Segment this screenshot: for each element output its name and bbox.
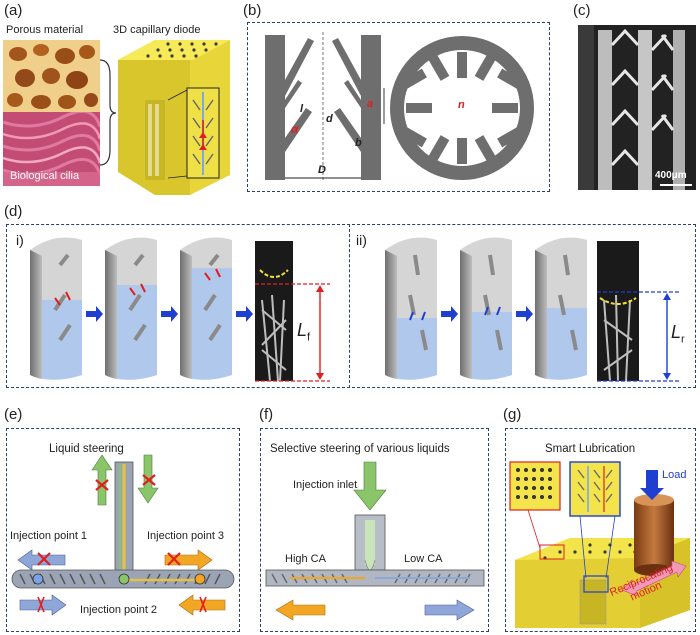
panel-g-frame	[505, 428, 696, 632]
panel-a-label: (a)	[4, 2, 23, 19]
panel-b-label: (b)	[243, 2, 262, 19]
sem-image	[578, 25, 696, 190]
injection-point-2-label: Injection point 2	[80, 604, 158, 616]
panel-c-label: (c)	[573, 2, 591, 19]
panel-d-divider	[349, 224, 350, 388]
symbol-D: D	[318, 164, 326, 176]
selective-steering-title: Selective steering of various liquids	[270, 443, 450, 455]
symbol-d: d	[326, 113, 333, 125]
symbol-l: l	[300, 103, 304, 115]
capillary-diode-caption: 3D capillary diode	[113, 24, 201, 36]
panel-d-label: (d)	[4, 203, 23, 220]
symbol-alpha: α	[291, 122, 299, 136]
panel-g-label: (g)	[503, 406, 522, 423]
scale-bar-label: 400μm	[655, 170, 687, 181]
smart-lubrication-title: Smart Lubrication	[545, 443, 636, 455]
panel-f-frame	[260, 428, 489, 632]
high-ca-label: High CA	[285, 553, 326, 565]
panel-e-label: (e)	[4, 406, 23, 423]
porous-material-photo	[3, 40, 100, 112]
lr-label: Lr	[671, 322, 685, 346]
symbol-b: b	[355, 137, 362, 149]
injection-inlet-label: Injection inlet	[293, 479, 358, 491]
sub-i-label: i)	[16, 232, 24, 248]
panel-e-frame	[6, 428, 240, 632]
symbol-n: n	[458, 99, 465, 111]
sub-ii-label: ii)	[356, 232, 367, 248]
injection-point-1-label: Injection point 1	[10, 530, 88, 542]
porous-material-caption: Porous material	[6, 24, 84, 36]
liquid-steering-title: Liquid steering	[49, 443, 124, 455]
injection-point-3-label: Injection point 3	[147, 530, 225, 542]
panel-f-label: (f)	[259, 406, 274, 423]
lf-label: Lf	[297, 320, 311, 344]
low-ca-label: Low CA	[404, 553, 443, 565]
panel-d-frame	[6, 224, 696, 388]
load-label: Load	[662, 469, 687, 481]
panel-b-frame	[247, 22, 550, 192]
biological-cilia-photo	[3, 112, 100, 186]
symbol-a: a	[367, 98, 374, 110]
biological-cilia-caption: Biological cilia	[10, 170, 80, 182]
